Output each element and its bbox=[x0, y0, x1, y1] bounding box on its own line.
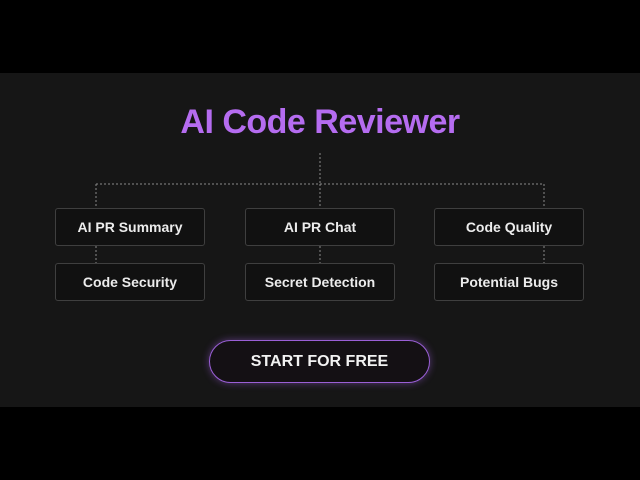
feature-box-code-quality: Code Quality bbox=[434, 208, 584, 246]
feature-box-secret-detection: Secret Detection bbox=[245, 263, 395, 301]
feature-box-ai-pr-summary: AI PR Summary bbox=[55, 208, 205, 246]
feature-box-ai-pr-chat: AI PR Chat bbox=[245, 208, 395, 246]
feature-box-potential-bugs: Potential Bugs bbox=[434, 263, 584, 301]
start-for-free-button[interactable]: START FOR FREE bbox=[209, 340, 430, 383]
diagram-title: AI Code Reviewer bbox=[180, 103, 460, 141]
feature-box-code-security: Code Security bbox=[55, 263, 205, 301]
